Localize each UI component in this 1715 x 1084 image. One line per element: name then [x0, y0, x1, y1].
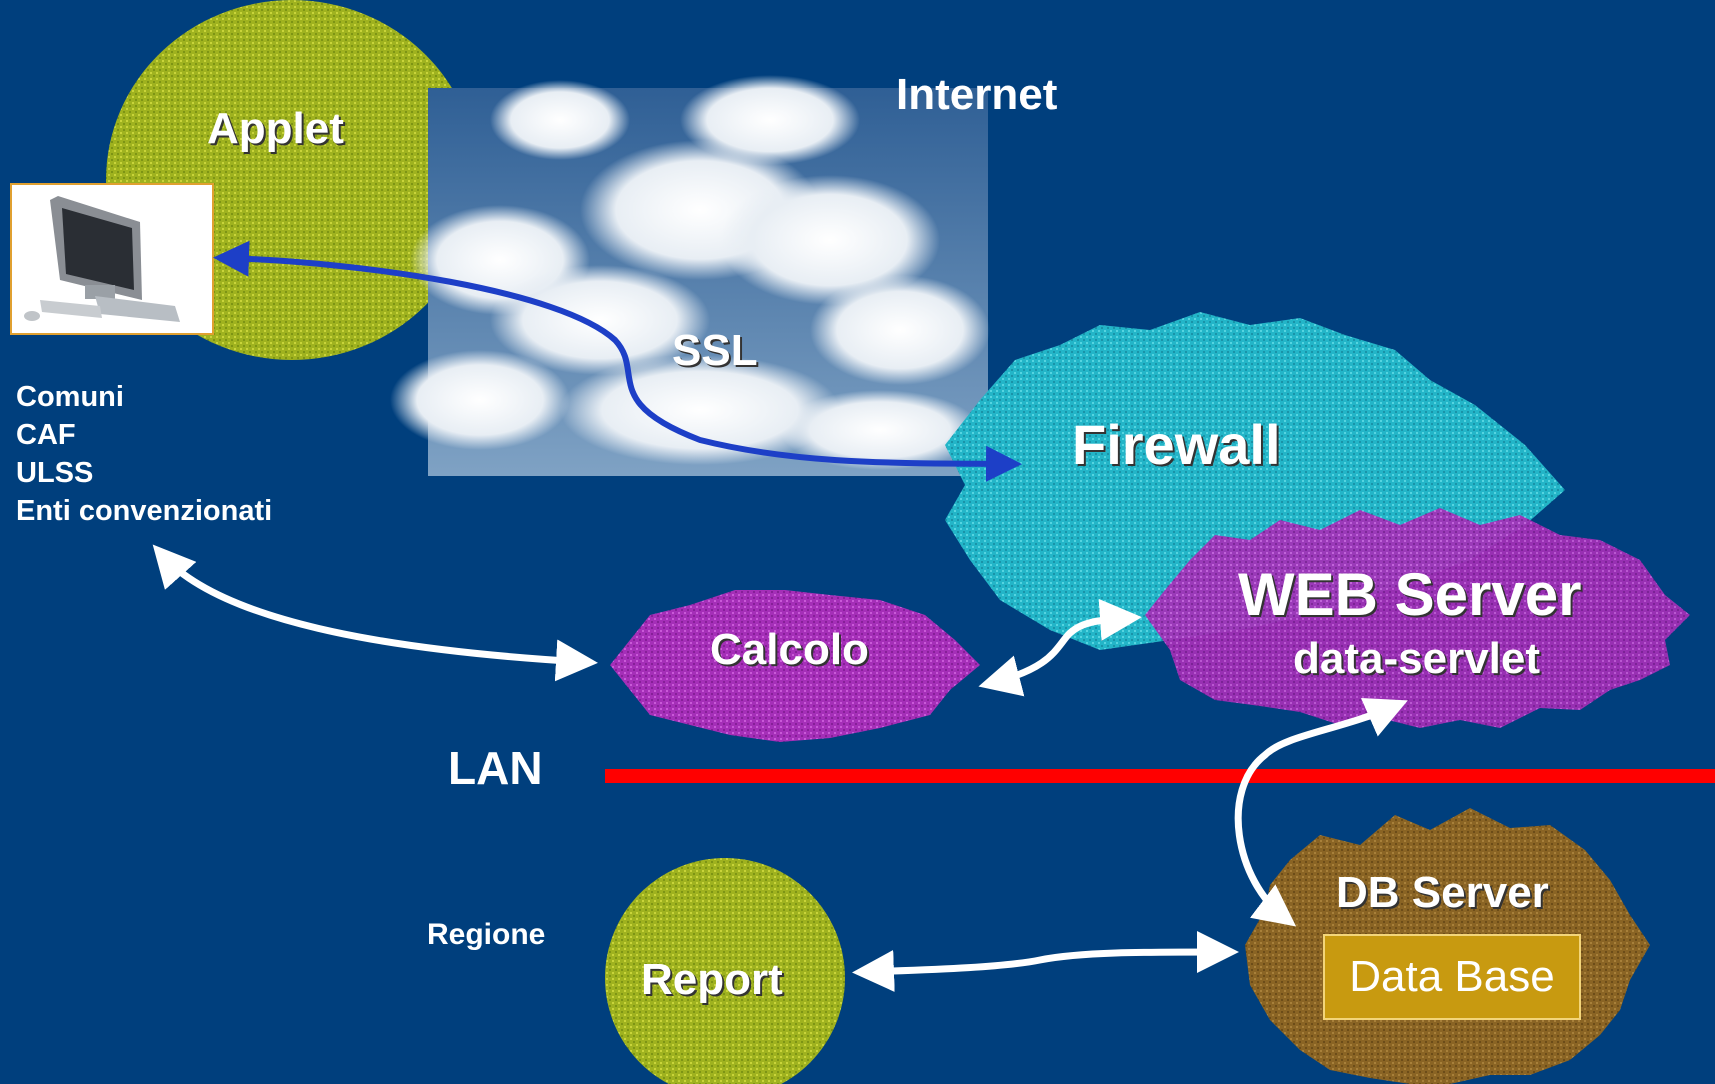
calcolo-webserver-arrow	[978, 598, 1142, 697]
database-label: Data Base	[1349, 952, 1555, 1001]
web-server-subtitle: data-servlet	[1293, 634, 1541, 683]
site-item: CAF	[16, 419, 76, 451]
computer-icon	[10, 183, 214, 335]
db-server-title: DB Server	[1336, 868, 1549, 917]
sites-list: Comuni CAF ULSS Enti convenzionati	[16, 378, 272, 530]
ssl-arrow	[213, 240, 1022, 482]
calcolo-label: Calcolo	[710, 625, 869, 674]
lan-label: LAN	[448, 742, 543, 794]
firewall-label: Firewall	[1072, 413, 1281, 476]
report-node	[605, 858, 845, 1084]
internet-label: Internet	[896, 70, 1058, 119]
site-item: ULSS	[16, 457, 94, 489]
calcolo-node	[610, 590, 980, 742]
internet-cloud-image	[390, 75, 990, 476]
report-label: Report	[641, 955, 783, 1004]
webserver-dbserver-arrow	[1234, 697, 1408, 927]
site-item: Enti convenzionati	[16, 495, 273, 527]
sites-calcolo-arrow	[152, 544, 598, 682]
ssl-label: SSL	[672, 326, 758, 375]
site-item: Comuni	[16, 381, 124, 413]
database-box: Data Base	[1323, 934, 1581, 1020]
web-server-title: WEB Server	[1238, 561, 1582, 628]
report-dbserver-arrow	[852, 931, 1239, 992]
web-server-node	[1145, 508, 1690, 728]
applet-label: Applet	[207, 104, 344, 153]
regione-label: Regione	[427, 918, 546, 951]
